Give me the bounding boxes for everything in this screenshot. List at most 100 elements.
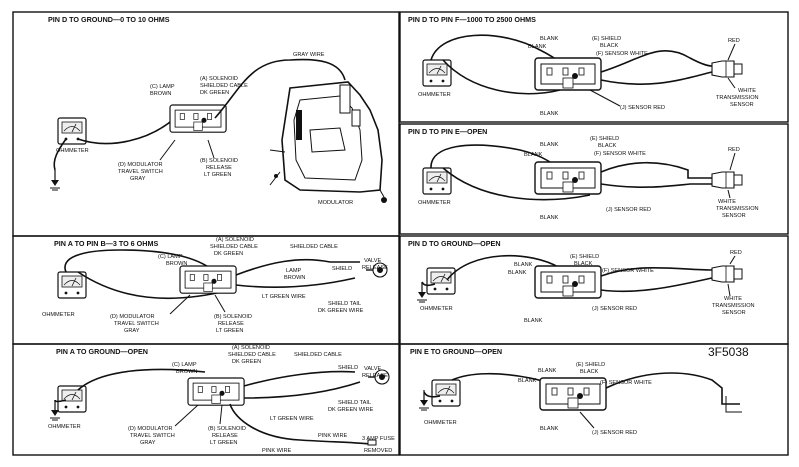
- release-text: RELEASE: [206, 165, 232, 171]
- blank-label: BLANK: [524, 318, 543, 324]
- white-label: WHITE: [724, 296, 742, 302]
- shield-tail-label: SHIELD TAIL: [328, 301, 361, 307]
- sensor-red-label: (J) SENSOR RED: [592, 430, 637, 436]
- panel-4: PIN A TO PIN B—3 TO 6 OHMS OHMMETER (C) …: [42, 237, 388, 334]
- release-label: (B) SOLENOID: [214, 314, 252, 320]
- shield-tail-wire: DK GREEN WIRE: [328, 407, 374, 413]
- leader-line: [214, 294, 226, 313]
- solenoid-cable: SHIELDED CABLE: [228, 352, 276, 358]
- blank-label: BLANK: [540, 426, 559, 432]
- release-label: (B) SOLENOID: [200, 158, 238, 164]
- lamp-label: (C) LAMP: [172, 362, 197, 368]
- test-lead: [77, 271, 231, 300]
- test-lead: [77, 117, 176, 145]
- pink-wire: [229, 403, 371, 445]
- test-lead: [421, 281, 436, 287]
- connector-icon: [187, 377, 245, 406]
- sensor-cable: [725, 396, 742, 413]
- shield-label: (E) SHIELD: [576, 362, 605, 368]
- sensor-red-label: (J) SENSOR RED: [592, 306, 637, 312]
- shielded-cable: [235, 258, 360, 276]
- modulator-switch: TRAVEL SWITCH: [118, 169, 163, 175]
- modulator-switch: TRAVEL SWITCH: [130, 433, 175, 439]
- lamp-label: (C) LAMP: [150, 84, 175, 90]
- modulator-label: (D) MODULATOR: [110, 314, 155, 320]
- transmission-label: TRANSMISSION: [712, 303, 755, 309]
- release-label: RELEASE: [362, 373, 388, 379]
- blank-label: BLANK: [518, 378, 537, 384]
- release-label: RELEASE: [362, 265, 388, 271]
- ohmmeter-label: OHMMETER: [48, 424, 81, 430]
- shield-tail-wire: DK GREEN WIRE: [318, 308, 364, 314]
- modulator-label: (D) MODULATOR: [118, 162, 163, 168]
- panel-title: PIN D TO PIN E—OPEN: [408, 127, 487, 136]
- connector-icon: [169, 104, 227, 133]
- sensor-label: SENSOR: [722, 310, 746, 316]
- sensor-white-label: (F) SENSOR WHITE: [594, 151, 646, 157]
- release-label: (B) SOLENOID: [208, 426, 246, 432]
- shield-color: BLACK: [580, 369, 599, 375]
- solenoid-color: DK GREEN: [214, 251, 243, 257]
- blank-label: BLANK: [528, 44, 547, 50]
- blank-label: BLANK: [540, 215, 559, 221]
- ohmmeter-icon: [426, 267, 456, 295]
- fuse-icon: [367, 439, 377, 446]
- gray-wire: [214, 58, 346, 119]
- test-lead: [54, 399, 67, 403]
- sensor-cable: [600, 266, 713, 277]
- sensor-white-label: (F) SENSOR WHITE: [602, 268, 654, 274]
- lamp-color: BROWN: [166, 261, 187, 267]
- shield-label: (E) SHIELD: [590, 136, 619, 142]
- shield-tail-label: SHIELD TAIL: [338, 400, 371, 406]
- connector-icon: [534, 57, 602, 91]
- panel-frame-2: [399, 11, 789, 123]
- ohmmeter-label: OHMMETER: [420, 306, 453, 312]
- panel-frame-3: [399, 123, 789, 235]
- panel-5: PIN D TO GROUND—OPEN OHMMETER BLANK BLAN…: [408, 239, 755, 324]
- solenoid-label: (A) SOLENOID: [232, 345, 270, 351]
- release-color: LT GREEN: [210, 440, 237, 446]
- valve-label: VALVE: [364, 366, 381, 372]
- modulator-color: GRAY: [140, 440, 156, 446]
- leader-line: [729, 152, 736, 171]
- modulator-color: GRAY: [130, 176, 146, 182]
- shielded-cable: [243, 370, 356, 387]
- release-color: LT GREEN: [216, 328, 243, 334]
- sensor-label: SENSOR: [722, 213, 746, 219]
- sensor-icon: [711, 265, 743, 283]
- panel-1: PIN D TO GROUND—0 TO 10 OHMS OHMMETER (C…: [48, 15, 387, 206]
- leader-line: [589, 89, 621, 107]
- transmission-label: TRANSMISSION: [716, 95, 759, 101]
- sensor-red-label: (J) SENSOR RED: [606, 207, 651, 213]
- panel-title: PIN A TO GROUND—OPEN: [56, 347, 148, 356]
- panel-title: PIN E TO GROUND—OPEN: [410, 347, 502, 356]
- leader-line: [169, 294, 191, 315]
- connector-icon: [539, 377, 607, 411]
- shield-color: BLACK: [598, 143, 617, 149]
- ohmmeter-label: OHMMETER: [424, 420, 457, 426]
- sensor-cable: [600, 161, 712, 179]
- test-lead: [64, 249, 211, 273]
- modulator-color: GRAY: [124, 328, 140, 334]
- solenoid-cable: SHIELDED CABLE: [210, 244, 258, 250]
- release-color: LT GREEN: [204, 172, 231, 178]
- release-text: RELEASE: [212, 433, 238, 439]
- lamp-color: BROWN: [284, 275, 305, 281]
- blank-label: BLANK: [540, 142, 559, 148]
- leader-line: [727, 283, 731, 297]
- figure-reference: 3F5038: [708, 345, 749, 359]
- ohmmeter-label: OHMMETER: [418, 200, 451, 206]
- sensor-white-label: (F) SENSOR WHITE: [600, 380, 652, 386]
- shield-color: BLACK: [574, 261, 593, 267]
- modulator-title: MODULATOR: [318, 200, 353, 206]
- shield-label: SHIELD: [332, 266, 352, 272]
- lamp-color: BROWN: [176, 369, 197, 375]
- shield-color: BLACK: [600, 43, 619, 49]
- white-label: WHITE: [718, 199, 736, 205]
- panel-3: PIN D TO PIN E—OPEN OHMMETER BLANK BLANK…: [408, 127, 759, 221]
- lamp-color: BROWN: [150, 91, 171, 97]
- lt-green-label: LT GREEN WIRE: [270, 416, 314, 422]
- ohmmeter-label: OHMMETER: [418, 92, 451, 98]
- sensor-icon: [711, 60, 743, 78]
